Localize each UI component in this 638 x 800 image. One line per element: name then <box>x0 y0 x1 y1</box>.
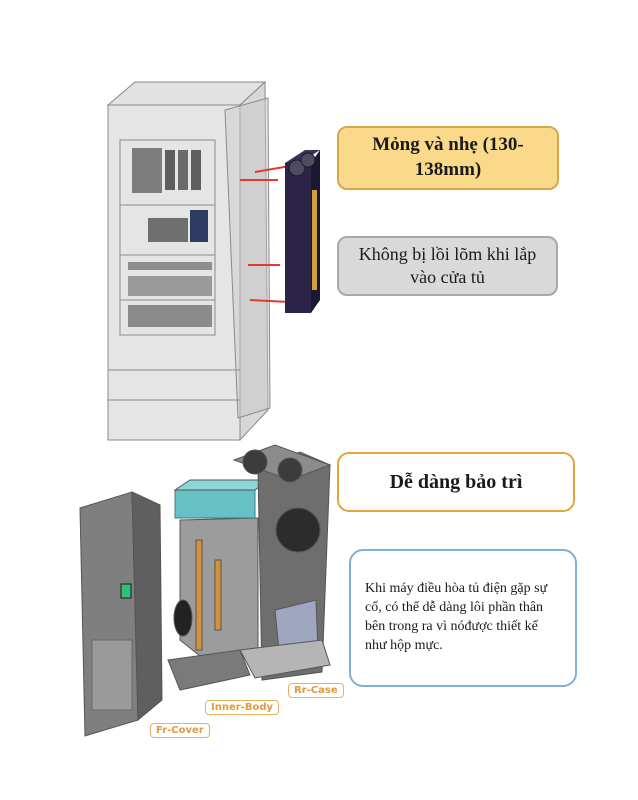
label-inner-body: Inner-Body <box>205 700 279 715</box>
callout-easy-maintenance: Dễ dàng bảo trì <box>337 452 575 512</box>
callout-thin-light: Mỏng và nhẹ (130-138mm) <box>337 126 559 190</box>
mounting-markers <box>240 165 291 303</box>
cabinet-components <box>128 148 212 327</box>
electrical-cabinet <box>106 80 271 442</box>
label-front-cover: Fr-Cover <box>150 723 210 738</box>
callout-no-dent: Không bị lồi lõm khi lắp vào cửa tủ <box>337 236 558 296</box>
label-rear-case: Rr-Case <box>288 683 344 698</box>
cooling-unit <box>285 150 320 313</box>
exploded-unit-illustration <box>79 444 332 737</box>
callout-description: Khi máy điều hòa tủ điện gặp sự cố, có t… <box>349 549 577 687</box>
